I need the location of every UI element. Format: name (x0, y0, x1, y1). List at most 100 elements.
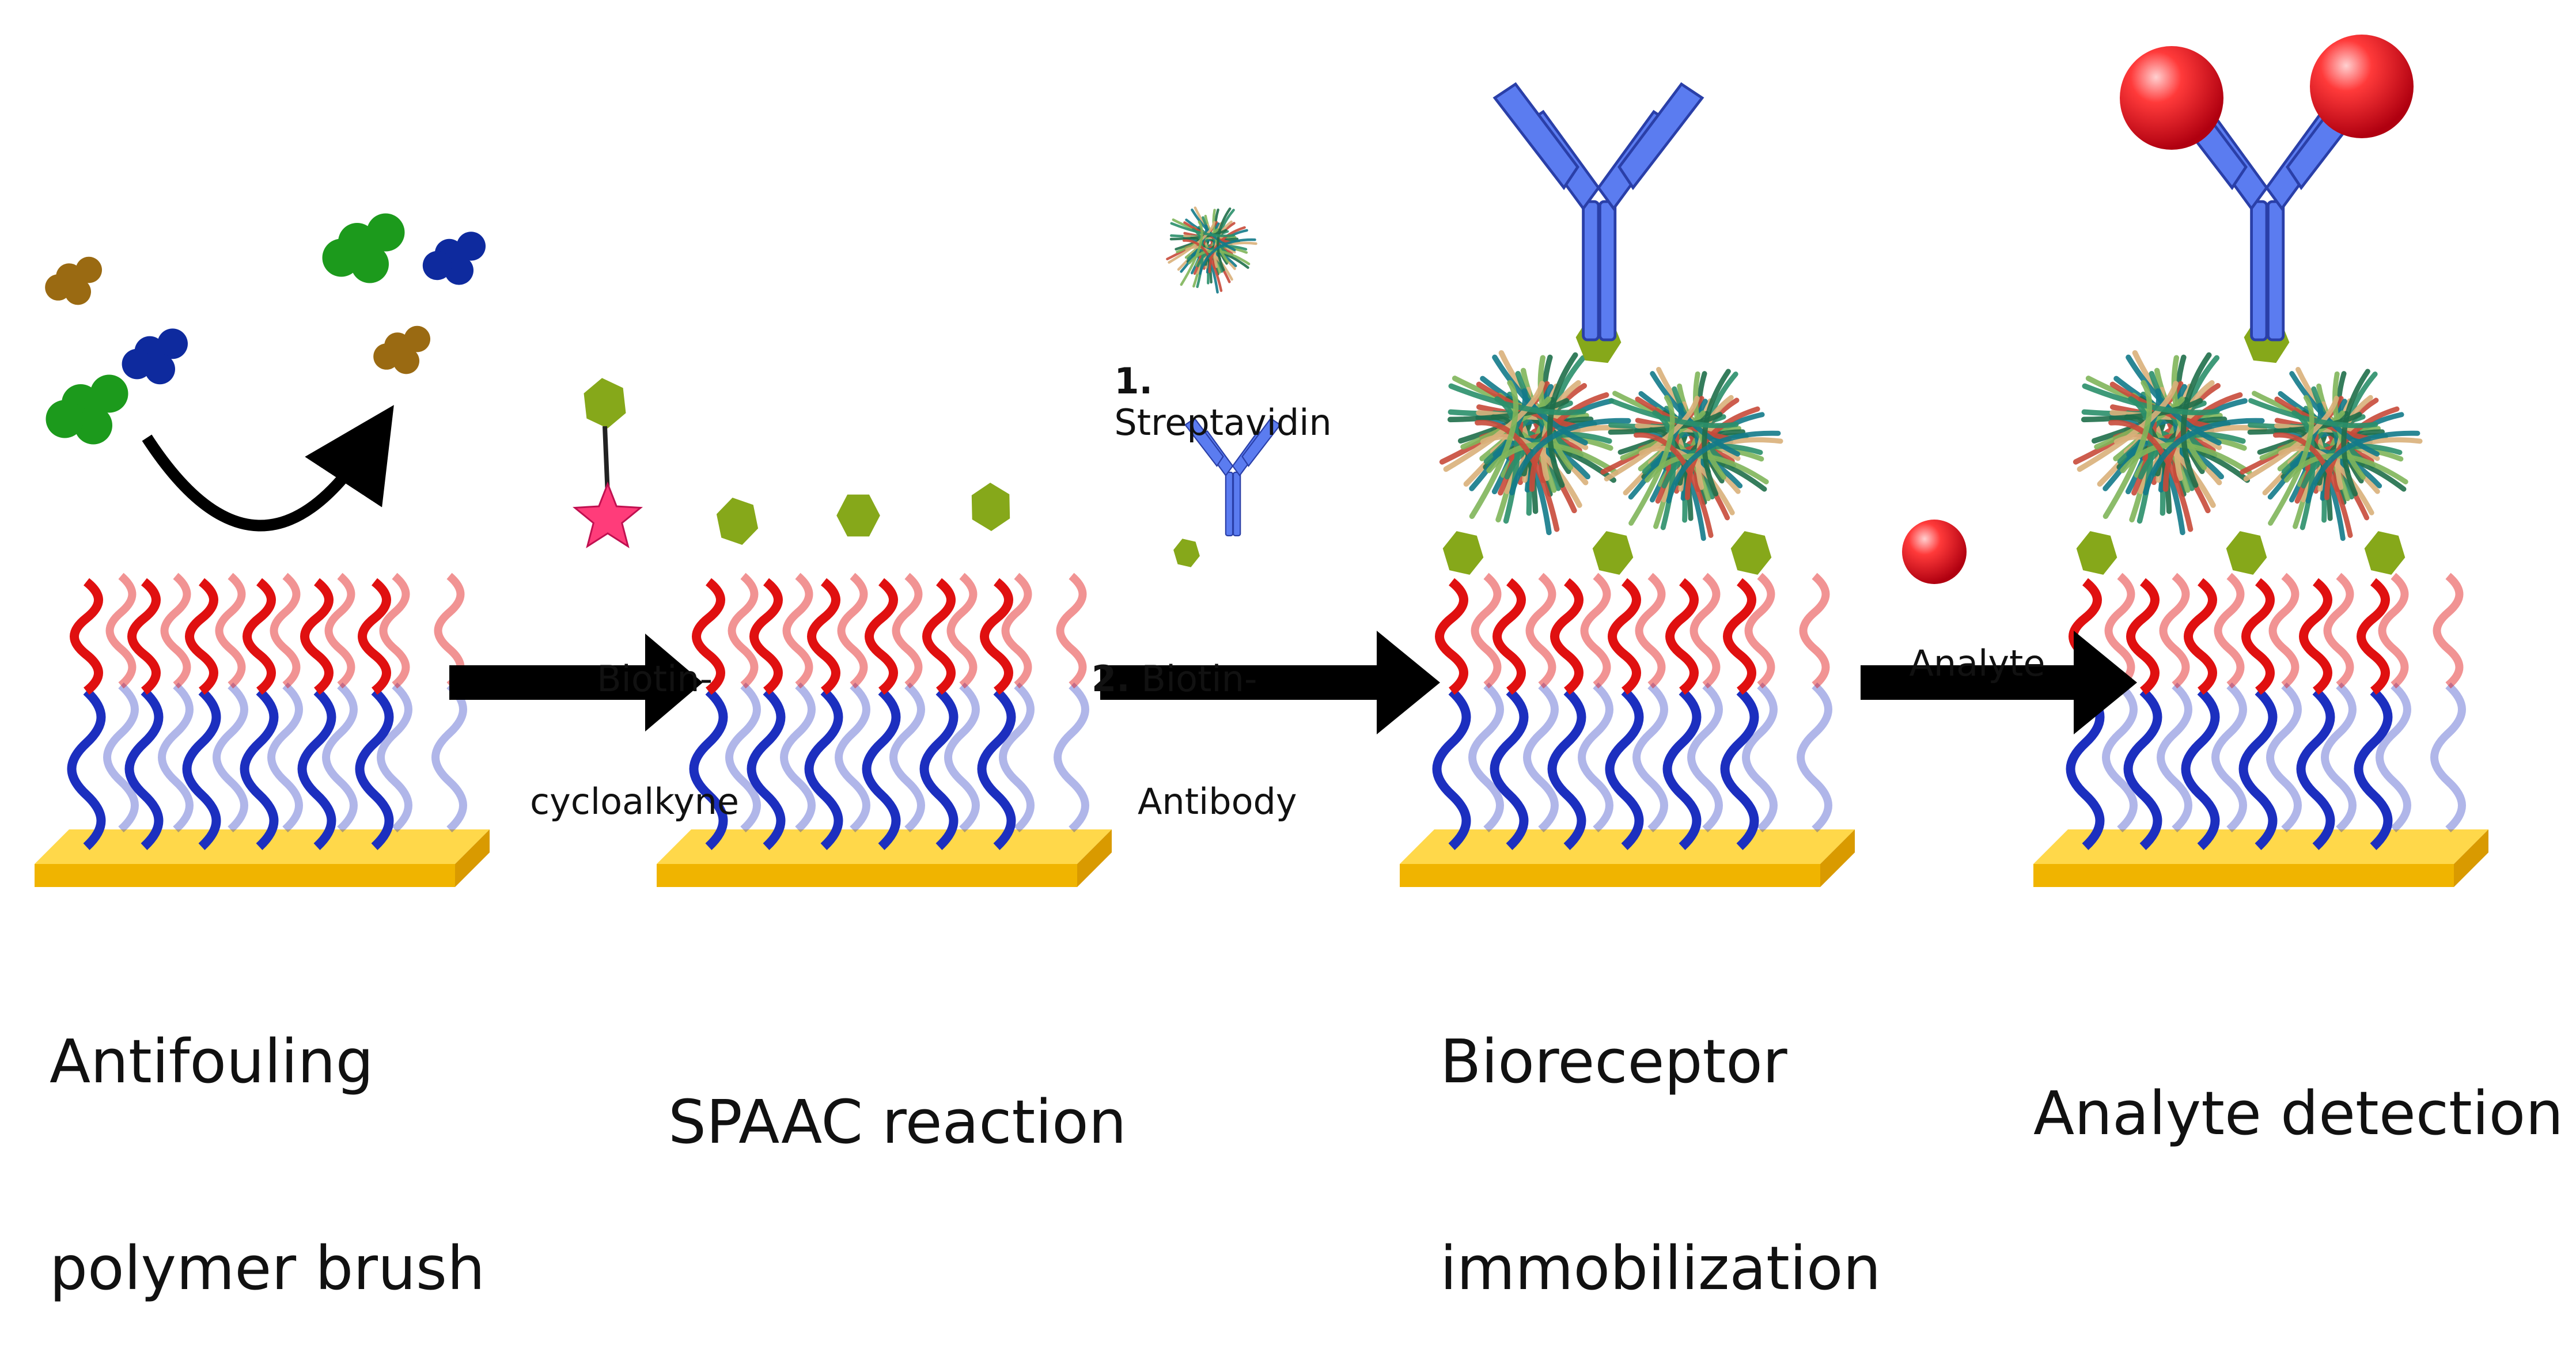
polymer-chain-back (2433, 573, 2464, 689)
protein-strand (1170, 222, 1236, 237)
polymer-chain-back (103, 682, 139, 833)
step-label-line: polymer brush (50, 1233, 485, 1303)
polymer-chain-back (1687, 682, 1723, 833)
polymer-chain-back (2430, 682, 2466, 833)
polymer-chain-back (431, 682, 467, 833)
polymer-chain (862, 688, 901, 850)
antibody-arm (1617, 82, 1704, 191)
protein-lobe (74, 406, 112, 445)
polymer-chain (865, 578, 898, 695)
biotin-hexagon (1442, 531, 1484, 575)
polymer-chain (2184, 578, 2217, 695)
protein-strand (1509, 418, 1631, 496)
streptavidin-protein (1600, 366, 1783, 541)
polymer-chain-back (2104, 573, 2135, 689)
protein-lobe (366, 213, 405, 252)
polymer-chain (240, 688, 279, 850)
polymer-chain (2123, 688, 2162, 850)
antibody-stem (1582, 200, 1600, 342)
polymer-chain (300, 578, 334, 695)
step-label-antifouling: Antifouling polymer brush (50, 890, 485, 1372)
streptavidin-protein (2240, 366, 2423, 541)
polymer-chain (922, 578, 956, 695)
fouling-proteins (45, 213, 486, 445)
panel-spaac (657, 483, 1112, 887)
reagent-label-line: Biotin- (597, 657, 713, 700)
polymer-chain-back (835, 682, 870, 833)
polymer-chain (1547, 688, 1586, 850)
protein-strand (1702, 369, 1731, 497)
protein-strand (1199, 238, 1256, 275)
polymer-chain (2181, 688, 2220, 850)
polymer-chain-back (944, 682, 980, 833)
polymer-chain (919, 688, 959, 850)
polymer-chain-back (2159, 573, 2190, 689)
analyte-sphere (2310, 35, 2414, 138)
polymer-chain (70, 578, 103, 695)
polymer-chain (1550, 578, 1584, 695)
protein-lobe (444, 256, 473, 285)
antibody-stem (1233, 471, 1241, 537)
polymer-chain-back (2214, 573, 2245, 689)
polymer-chain-back (946, 573, 978, 689)
reagent-label-biotin-antibody: 2. Biotin- Antibody (1092, 576, 1297, 863)
fouling-protein-brown (45, 256, 102, 305)
protein-lobe (351, 245, 389, 283)
process-arrow-3 (1861, 631, 2137, 734)
fouling-protein-navy (422, 232, 486, 285)
biotin-hexagon (2076, 531, 2117, 575)
polymer-chain-back (837, 573, 868, 689)
antibody-arm (1184, 418, 1224, 467)
protein-lobe (145, 354, 175, 385)
repel-curved-arrow (142, 405, 394, 532)
polymer-chain-back (2268, 573, 2300, 689)
protein-lobe (322, 238, 361, 277)
polymer-chain (977, 688, 1016, 850)
polymer-chain-back (889, 682, 925, 833)
protein-strand (2142, 418, 2265, 496)
polymer-chain (243, 578, 276, 695)
polymer-chain (2357, 578, 2390, 695)
polymer-chain-back (2323, 573, 2354, 689)
protein-lobe (422, 251, 452, 281)
step-label-line: Bioreceptor (1440, 1026, 1787, 1097)
step-label-line: SPAAC reaction (668, 1087, 1127, 1158)
reagent-name: Analyte (1909, 642, 2045, 685)
polymer-chain-back (782, 573, 813, 689)
protein-strand (2180, 352, 2212, 488)
polymer-chain-back (322, 682, 358, 833)
polymer-chain-back (2378, 573, 2409, 689)
biotin-antibody-reagent (1173, 418, 1282, 567)
cycloalkyne-star (572, 481, 643, 548)
substrate-front (1400, 864, 1820, 887)
protein-strand (1666, 430, 1781, 504)
polymer-chain-back (728, 573, 759, 689)
polymer-chain (124, 688, 164, 850)
diagram-canvas (35, 35, 2488, 887)
polymer-chain (2296, 688, 2335, 850)
antibody-stem (1598, 200, 1617, 342)
reagent-name: Antibody (1138, 780, 1297, 823)
reagent-label-analyte: Analyte (1886, 602, 2045, 684)
substrate-side (2454, 829, 2488, 887)
protein-lobe (45, 274, 71, 301)
polymer-chain-back (158, 682, 194, 833)
step-label-line: Analyte detection (2033, 1078, 2564, 1149)
polymer-chain-back (2211, 682, 2247, 833)
panel-antifouling (35, 573, 490, 887)
polymer-chain (1490, 688, 1529, 850)
substrate-front (35, 864, 455, 887)
fouling-protein-green (322, 213, 405, 283)
protein-strand (2108, 419, 2194, 532)
step-label-detection: Analyte detection (2033, 942, 2563, 1217)
analyte-sphere (2120, 46, 2223, 150)
polymer-chain (1662, 688, 1702, 850)
protein-strand (1180, 220, 1203, 286)
biotin-hexagon (1173, 539, 1200, 567)
biotin-hexagon (1730, 531, 1772, 575)
analyte-sphere-reagent (1902, 520, 1967, 584)
polymer-chain-back (892, 573, 923, 689)
polymer-chain-back (379, 573, 410, 689)
reagent-name: Biotin- (1141, 657, 1257, 700)
protein-strand (2305, 430, 2420, 504)
